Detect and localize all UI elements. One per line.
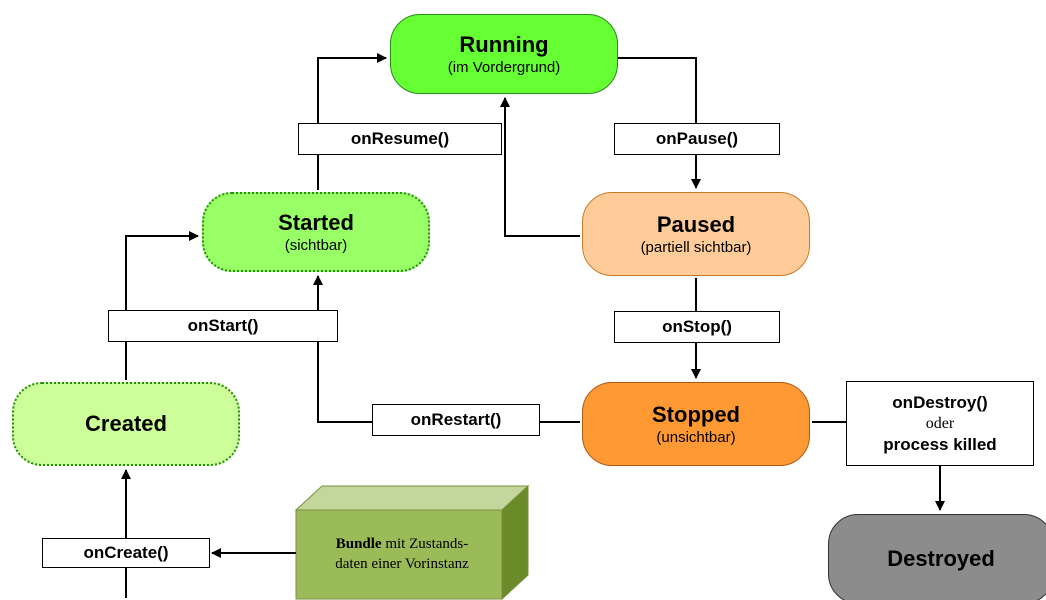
bundle-bold-text: Bundle (335, 536, 382, 552)
state-paused-title: Paused (656, 211, 736, 237)
transition-oncreate: onCreate() (42, 538, 210, 568)
transition-ondestroy: onDestroy() oder process killed (846, 381, 1034, 466)
state-stopped-subtitle: (unsichtbar) (656, 428, 736, 446)
state-running-title: Running (459, 31, 549, 57)
state-stopped: Stopped (unsichtbar) (582, 382, 810, 466)
state-destroyed-title: Destroyed (887, 546, 995, 571)
state-paused: Paused (partiell sichtbar) (582, 192, 810, 276)
process-killed-label: process killed (883, 434, 997, 454)
transition-onstop: onStop() (614, 311, 780, 343)
state-running-subtitle: (im Vordergrund) (447, 58, 561, 76)
state-destroyed: Destroyed (828, 514, 1046, 600)
transition-onstart: onStart() (108, 310, 338, 342)
bundle-text-line2: daten einer Vorinstanz (335, 556, 469, 572)
ondestroy-label: onDestroy() (892, 392, 988, 412)
state-started: Started (sichtbar) (202, 192, 430, 272)
transition-onpause: onPause() (614, 123, 780, 155)
bundle-label: Bundle mit Zustands- daten einer Vorinst… (302, 514, 502, 594)
transition-onrestart: onRestart() (372, 404, 540, 436)
state-stopped-title: Stopped (652, 401, 740, 427)
state-paused-subtitle: (partiell sichtbar) (640, 238, 752, 256)
arrow-onstart (125, 231, 199, 380)
oder-label: oder (925, 414, 955, 432)
transition-onresume: onResume() (298, 123, 502, 155)
arrow-onresume-paused (500, 97, 580, 237)
state-started-subtitle: (sichtbar) (284, 236, 348, 254)
state-started-title: Started (278, 209, 354, 235)
arrow-onrestart (313, 275, 580, 423)
bundle-text-line1: mit Zustands- (381, 536, 469, 552)
state-created-title: Created (85, 411, 167, 436)
state-created: Created (12, 382, 240, 466)
bundle-box (294, 484, 530, 600)
state-running: Running (im Vordergrund) (390, 14, 618, 94)
